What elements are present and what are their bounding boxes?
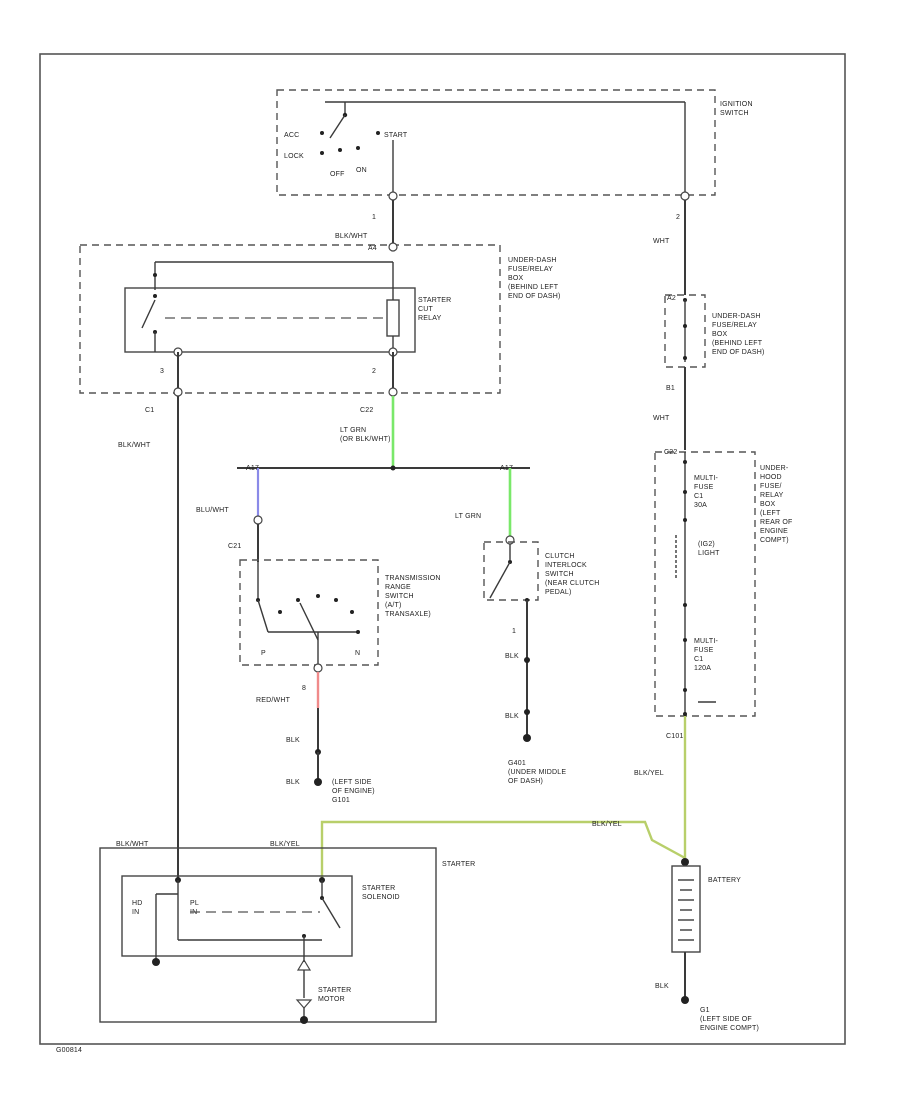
wire-blk-2: BLK	[286, 779, 300, 786]
wire-blk-yel-starter: BLK/YEL	[270, 841, 300, 848]
ignition-switch-box	[276, 89, 716, 196]
ign-pos-acc: ACC	[284, 132, 299, 139]
wire-blk-1: BLK	[286, 737, 300, 744]
diagram-border	[39, 53, 846, 1045]
trs-pos-p: P	[261, 650, 266, 657]
conn-a4: A4	[368, 245, 377, 252]
wire-blk-yel-right-label: BLK/YEL	[634, 770, 664, 777]
wire-blk-yel-top-label: BLK/YEL	[592, 821, 622, 828]
ign-pos-on: ON	[356, 167, 367, 174]
pin-1-ign: 1	[372, 214, 376, 221]
conn-a2: A2	[667, 295, 676, 302]
wire-blk-battery: BLK	[655, 983, 669, 990]
figure-id: G00814	[56, 1047, 82, 1054]
ign-pos-off: OFF	[330, 171, 345, 178]
starter-box	[99, 847, 437, 1023]
transmission-range-switch-contacts	[256, 562, 360, 665]
conn-a17-right: A17	[500, 465, 513, 472]
conn-c1: C1	[145, 407, 154, 414]
wire-blk-4: BLK	[505, 713, 519, 720]
conn-a17-left: A17	[246, 465, 259, 472]
wire-blk-yel-top	[320, 820, 686, 880]
transmission-range-switch-box	[239, 559, 379, 666]
pin-8-trs: 8	[302, 685, 306, 692]
wire-lt-grn-label: LT GRN	[455, 513, 481, 520]
pin-3-relay-left: 3	[160, 368, 164, 375]
conn-c22b: C22	[664, 449, 677, 456]
pin-2-ign: 2	[676, 214, 680, 221]
wire-red-wht-label: RED/WHT	[256, 697, 291, 704]
wire-blk-wht-left-label: BLK/WHT	[118, 442, 151, 449]
starter-solenoid-box	[121, 875, 353, 957]
starter-label: STARTER	[442, 861, 475, 868]
wire-blk-wht-starter: BLK/WHT	[116, 841, 149, 848]
clutch-switch-contacts	[489, 544, 529, 740]
battery-label: BATTERY	[708, 877, 741, 884]
wire-blk-wht-top: BLK/WHT	[335, 233, 368, 240]
ign-pos-start: START	[384, 132, 408, 139]
ig2-light-label: (IG2)LIGHT	[698, 541, 720, 557]
starter-cut-relay-internals	[141, 261, 400, 352]
starter-solenoid-internals	[152, 877, 341, 1024]
clutch-interlock-switch-box	[483, 541, 539, 601]
underdash-box-upper	[79, 244, 501, 394]
wire-blu-wht-label: BLU/WHT	[196, 507, 229, 514]
wire-wht-1: WHT	[653, 238, 670, 245]
wire-blk-3: BLK	[505, 653, 519, 660]
conn-c22: C22	[360, 407, 373, 414]
underhood-box	[654, 451, 756, 717]
starter-cut-relay-box	[124, 287, 416, 353]
conn-c101: C101	[666, 733, 684, 740]
battery-symbol	[671, 865, 701, 953]
conn-b1: B1	[666, 385, 675, 392]
ign-pos-lock: LOCK	[284, 153, 304, 160]
battery-cells	[678, 879, 694, 941]
ignition-switch-contacts	[320, 101, 685, 196]
trs-pos-n: N	[355, 650, 360, 657]
wire-wht-2: WHT	[653, 415, 670, 422]
conn-c21: C21	[228, 543, 241, 550]
pin-1-clutch: 1	[512, 628, 516, 635]
pin-2-relay-right: 2	[372, 368, 376, 375]
wire-lt-grn-blk-wht-label: LT GRN(OR BLK/WHT)	[340, 427, 391, 443]
